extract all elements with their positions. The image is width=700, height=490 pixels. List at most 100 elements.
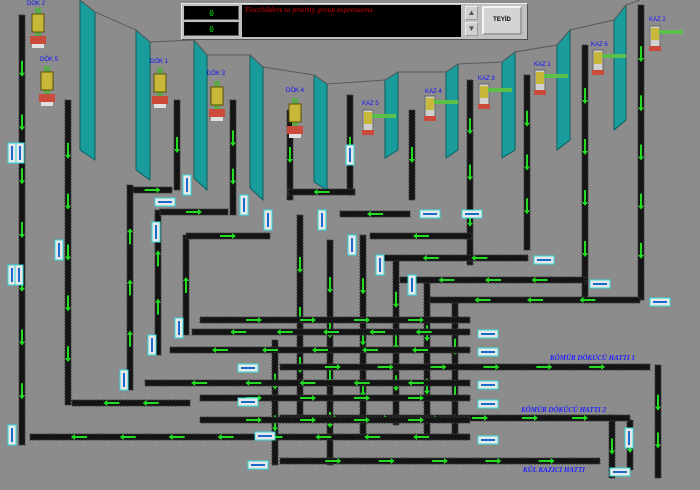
sensor-box-icon[interactable] (7, 424, 17, 446)
label-kaz3: KAZ 3 (478, 76, 495, 82)
dumper-machine-icon[interactable] (30, 8, 46, 48)
conveyor-4[interactable] (154, 209, 162, 356)
green-arrow-icon (246, 417, 262, 423)
scroll-up-button[interactable]: ▲ (465, 6, 478, 20)
conveyor-5[interactable] (182, 234, 190, 336)
sensor-box-icon[interactable] (317, 209, 327, 231)
conveyor-31[interactable] (381, 254, 529, 262)
green-arrow-icon (19, 114, 25, 131)
confirm-button[interactable]: TEYİD (482, 6, 522, 35)
conveyor-26[interactable] (159, 208, 229, 216)
green-arrow-icon (467, 210, 473, 227)
conveyor-30[interactable] (369, 232, 473, 240)
conveyor-39[interactable] (279, 363, 651, 371)
green-arrow-icon (422, 255, 439, 261)
excavator-machine-icon[interactable] (534, 69, 568, 95)
sensor-box-icon[interactable] (151, 221, 161, 243)
sensor-box-icon[interactable] (533, 255, 555, 265)
conveyor-13[interactable] (581, 44, 589, 301)
sensor-box-icon[interactable] (119, 369, 129, 391)
sensor-box-icon[interactable] (254, 431, 276, 441)
excavator-machine-icon[interactable] (592, 49, 626, 75)
sensor-box-icon[interactable] (15, 142, 25, 164)
sensor-box-icon[interactable] (239, 194, 249, 216)
sensor-box-icon[interactable] (247, 460, 269, 470)
conveyor-35[interactable] (169, 346, 471, 354)
conveyor-12[interactable] (523, 74, 531, 251)
sensor-box-icon[interactable] (182, 174, 192, 196)
conveyor-36[interactable] (144, 379, 471, 387)
conveyor-29[interactable] (339, 210, 411, 218)
conveyor-41[interactable] (279, 457, 601, 465)
conveyor-11[interactable] (466, 79, 474, 266)
sensor-box-icon[interactable] (263, 209, 273, 231)
conveyor-10[interactable] (408, 109, 416, 201)
green-arrow-icon (276, 329, 293, 335)
sensor-box-icon[interactable] (589, 279, 611, 289)
conveyor-25[interactable] (132, 186, 173, 194)
excavator-machine-icon[interactable] (362, 109, 396, 135)
green-arrow-icon (369, 329, 386, 335)
excavator-machine-icon[interactable] (478, 83, 512, 109)
conveyor-1[interactable] (18, 14, 26, 446)
sensor-box-icon[interactable] (237, 363, 259, 373)
conveyor-6[interactable] (173, 99, 181, 191)
sensor-box-icon[interactable] (419, 209, 441, 219)
conveyor-43[interactable] (199, 394, 471, 402)
sensor-box-icon[interactable] (7, 142, 17, 164)
sensor-box-icon[interactable] (477, 380, 499, 390)
excavator-machine-icon[interactable] (649, 25, 683, 51)
conveyor-37[interactable] (71, 399, 191, 407)
dumper-machine-icon[interactable] (152, 68, 168, 108)
conveyor-2[interactable] (64, 99, 72, 406)
sensor-box-icon[interactable] (649, 297, 671, 307)
conveyor-44[interactable] (199, 416, 471, 424)
label-dok2: DÖK 2 (27, 1, 46, 7)
green-arrow-icon (127, 330, 133, 347)
sensor-box-icon[interactable] (624, 427, 634, 449)
conveyor-7[interactable] (229, 99, 237, 216)
conveyor-17[interactable] (359, 234, 367, 441)
sensor-box-icon[interactable] (461, 209, 483, 219)
conveyor-32[interactable] (399, 276, 587, 284)
sensor-box-icon[interactable] (407, 274, 417, 296)
conveyor-24[interactable] (654, 364, 662, 479)
bunker-3 (193, 38, 208, 192)
green-arrow-icon (230, 130, 236, 147)
sensor-box-icon[interactable] (237, 397, 259, 407)
conveyor-28[interactable] (287, 188, 356, 196)
conveyor-34[interactable] (191, 328, 471, 336)
sensor-box-icon[interactable] (347, 234, 357, 256)
conveyor-21[interactable] (271, 339, 279, 466)
conveyor-42[interactable] (199, 316, 471, 324)
dumper-machine-icon[interactable] (39, 66, 55, 106)
dumper-machine-icon[interactable] (287, 98, 303, 138)
green-arrow-icon (432, 458, 448, 464)
sensor-box-icon[interactable] (375, 254, 385, 276)
green-arrow-icon (360, 329, 366, 346)
dumper-machine-icon[interactable] (209, 81, 225, 121)
conveyor-14[interactable] (637, 4, 645, 301)
sensor-box-icon[interactable] (174, 317, 184, 339)
sensor-box-icon[interactable] (609, 467, 631, 477)
sensor-box-icon[interactable] (477, 435, 499, 445)
green-arrow-icon (299, 380, 316, 386)
green-arrow-icon (408, 417, 424, 423)
sensor-box-icon[interactable] (477, 329, 499, 339)
sensor-box-icon[interactable] (345, 144, 355, 166)
sensor-box-icon[interactable] (477, 347, 499, 357)
conveyor-33[interactable] (429, 296, 641, 304)
sensor-box-icon[interactable] (477, 399, 499, 409)
scroll-down-button[interactable]: ▼ (465, 22, 478, 36)
conveyor-38[interactable] (29, 433, 471, 441)
sensor-box-icon[interactable] (14, 264, 24, 286)
sensor-box-icon[interactable] (147, 334, 157, 356)
conveyor-3[interactable] (126, 184, 134, 391)
sensor-box-icon[interactable] (54, 239, 64, 261)
conveyor-27[interactable] (185, 232, 271, 240)
green-arrow-icon (315, 434, 332, 440)
green-arrow-icon (142, 400, 159, 406)
counter-top: 0 (184, 6, 239, 20)
excavator-machine-icon[interactable] (424, 95, 458, 121)
sensor-box-icon[interactable] (154, 197, 176, 207)
